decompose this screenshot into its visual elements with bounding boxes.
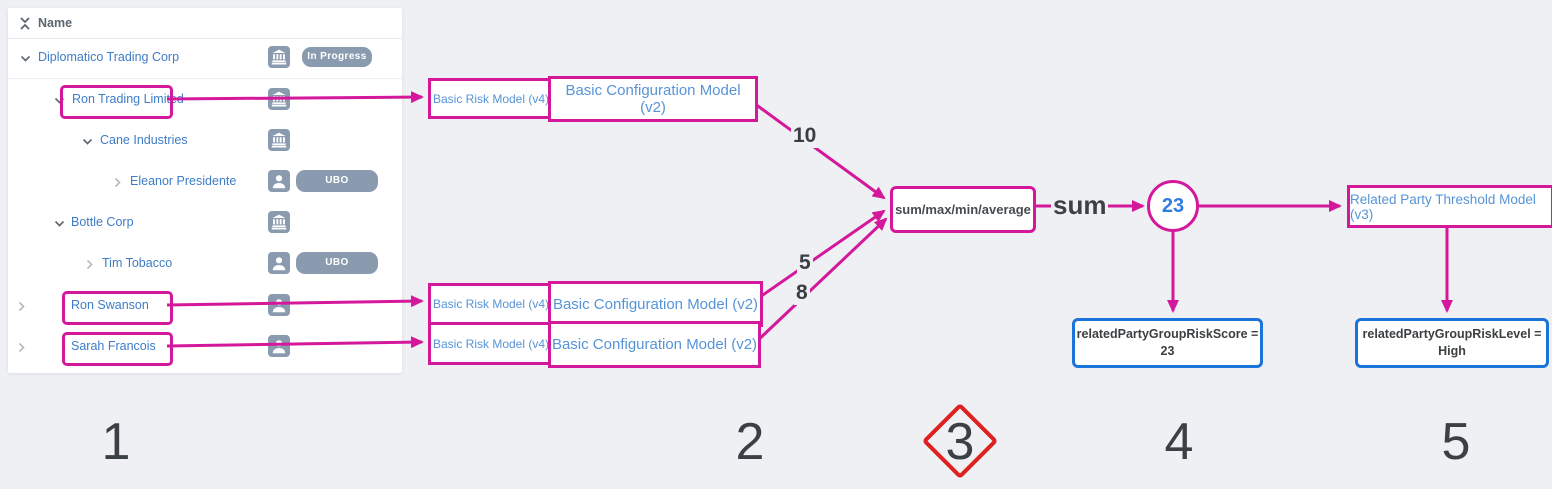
chevron-down-icon[interactable] <box>20 51 31 69</box>
aggregate-result-circle: 23 <box>1147 180 1199 232</box>
chevron-right-icon[interactable] <box>16 299 27 317</box>
person-icon <box>268 252 290 279</box>
risk-score-value: relatedPartyGroupRiskScore = 23 <box>1076 327 1259 358</box>
highlight-box-ron-trading <box>60 85 173 119</box>
row-divider <box>8 78 402 79</box>
step-1-label: 1 <box>101 413 131 471</box>
basic-config-model-box-2: Basic Configuration Model (v2) <box>548 281 763 327</box>
entity-name-link[interactable]: Eleanor Presidente <box>130 174 237 188</box>
aggregator-box: sum/max/min/average <box>890 186 1036 233</box>
company-icon <box>268 88 290 115</box>
basic-risk-model-box-2: Basic Risk Model (v4) <box>428 283 554 325</box>
entity-name-link[interactable]: Ron Trading Limited <box>72 92 184 106</box>
chevron-right-icon[interactable] <box>16 340 27 358</box>
operation-label: sum <box>1051 190 1109 221</box>
entity-tree-panel: Name Diplomatico Trading Corp In Progres… <box>8 8 402 373</box>
basic-risk-model-box-1: Basic Risk Model (v4) <box>428 78 554 119</box>
risk-score-output-box: relatedPartyGroupRiskScore = 23 <box>1072 318 1263 368</box>
entity-name-link[interactable]: Ron Swanson <box>71 298 149 312</box>
step-3-label: 3 <box>945 413 975 471</box>
tree-row-diplomatico[interactable]: Diplomatico Trading Corp In Progress <box>8 37 402 78</box>
person-icon <box>268 335 290 362</box>
basic-config-model-box-1: Basic Configuration Model (v2) <box>548 76 758 122</box>
sort-icon[interactable] <box>19 16 31 36</box>
model-label: Basic Configuration Model (v2) <box>551 336 758 353</box>
step-4-label: 4 <box>1164 413 1194 471</box>
step-2-label: 2 <box>735 413 765 471</box>
threshold-model-box: Related Party Threshold Model (v3) <box>1347 185 1552 228</box>
company-icon <box>268 211 290 238</box>
model-label: Basic Configuration Model (v2) <box>552 295 759 313</box>
risk-level-line2: High <box>1438 344 1466 358</box>
company-icon <box>268 46 290 73</box>
chevron-right-icon[interactable] <box>84 257 95 275</box>
status-badge: In Progress <box>302 47 372 67</box>
ubo-badge: UBO <box>296 252 378 274</box>
basic-config-model-box-3: Basic Configuration Model (v2) <box>548 321 761 368</box>
model-label: Basic Configuration Model (v2) <box>565 82 741 116</box>
entity-name-link[interactable]: Tim Tobacco <box>102 256 173 270</box>
step-5-label: 5 <box>1441 413 1471 471</box>
risk-level-line1: relatedPartyGroupRiskLevel = <box>1362 327 1542 342</box>
tree-row-bottle[interactable]: Bottle Corp <box>8 202 402 243</box>
edge-score-5: 5 <box>797 251 813 275</box>
chevron-right-icon[interactable] <box>112 175 123 193</box>
tree-row-cane[interactable]: Cane Industries <box>8 120 402 161</box>
entity-name-link[interactable]: Cane Industries <box>100 133 188 147</box>
edge-score-10: 10 <box>791 124 819 148</box>
entity-name-link[interactable]: Sarah Francois <box>71 339 156 353</box>
company-icon <box>268 129 290 156</box>
tree-row-tim[interactable]: Tim Tobacco UBO <box>8 243 402 284</box>
entity-name-link[interactable]: Diplomatico Trading Corp <box>38 50 180 64</box>
model-label: Basic Risk Model (v4) <box>432 336 550 351</box>
chevron-down-icon[interactable] <box>82 134 93 152</box>
chevron-down-icon[interactable] <box>54 216 65 234</box>
person-icon <box>268 170 290 197</box>
highlight-box-ron-swanson <box>62 291 173 325</box>
name-column-header: Name <box>38 16 73 30</box>
tree-header: Name <box>8 8 402 39</box>
person-icon <box>268 294 290 321</box>
highlight-box-sarah <box>62 332 173 366</box>
tree-row-eleanor[interactable]: Eleanor Presidente UBO <box>8 161 402 202</box>
ubo-badge: UBO <box>296 170 378 192</box>
model-label: Basic Risk Model (v4) <box>432 297 550 311</box>
model-label: Basic Risk Model (v4) <box>432 91 550 106</box>
edge-score-8: 8 <box>794 281 810 305</box>
risk-level-output-box: relatedPartyGroupRiskLevel = High <box>1355 318 1549 368</box>
entity-name-link[interactable]: Bottle Corp <box>71 215 134 229</box>
basic-risk-model-box-3: Basic Risk Model (v4) <box>428 322 554 365</box>
